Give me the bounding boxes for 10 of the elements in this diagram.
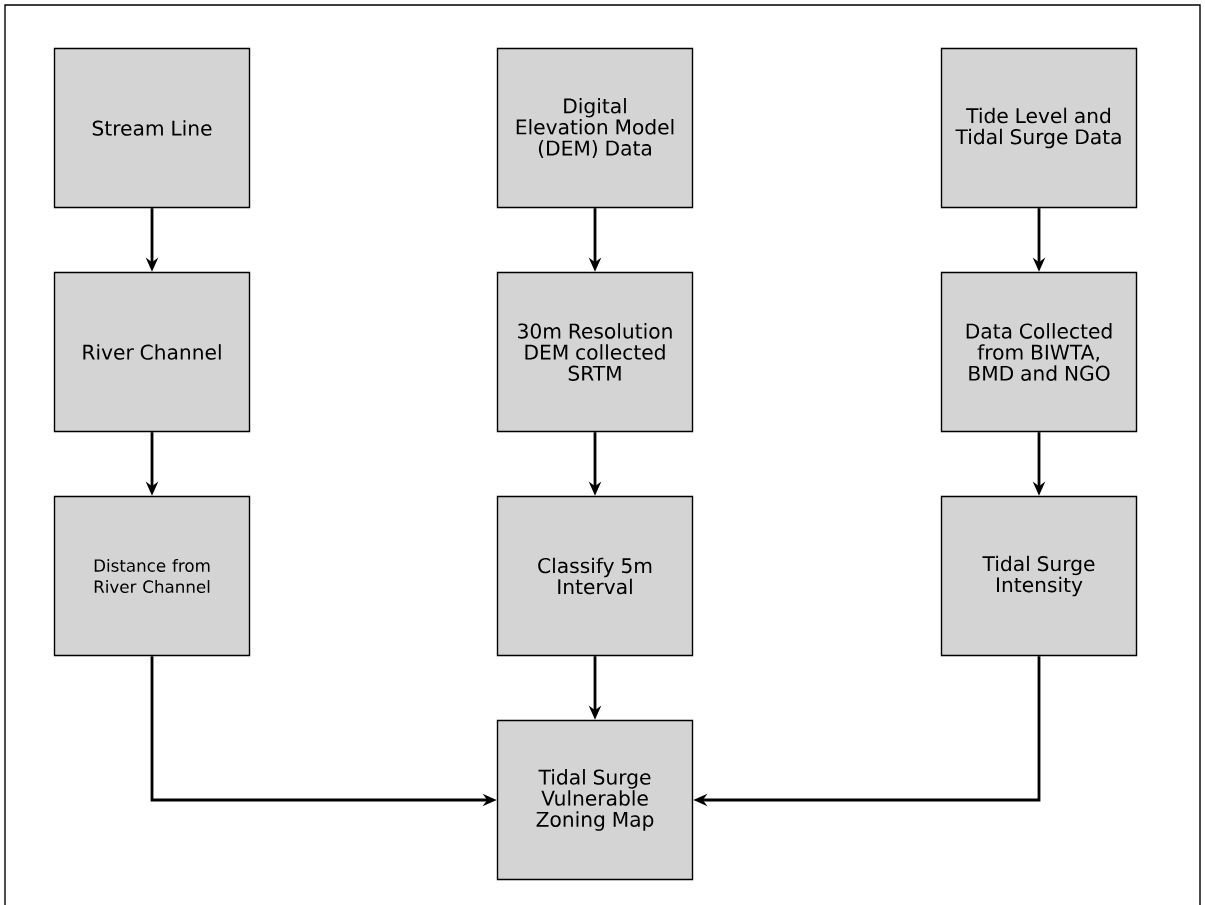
process-box: 30m Resolution DEM collected SRTM	[496, 271, 694, 433]
process-box: Digital Elevation Model (DEM) Data	[496, 47, 694, 209]
process-box: Stream Line	[53, 47, 251, 209]
process-box: River Channel	[53, 271, 251, 433]
process-box: Tidal Surge Vulnerable Zoning Map	[496, 719, 694, 881]
process-box: Tide Level and Tidal Surge Data	[940, 47, 1138, 209]
process-box: Classify 5m Interval	[496, 495, 694, 657]
process-box: Data Collected from BIWTA, BMD and NGO	[940, 271, 1138, 433]
process-box: Tidal Surge Intensity	[940, 495, 1138, 657]
process-box: Distance from River Channel	[53, 495, 251, 657]
